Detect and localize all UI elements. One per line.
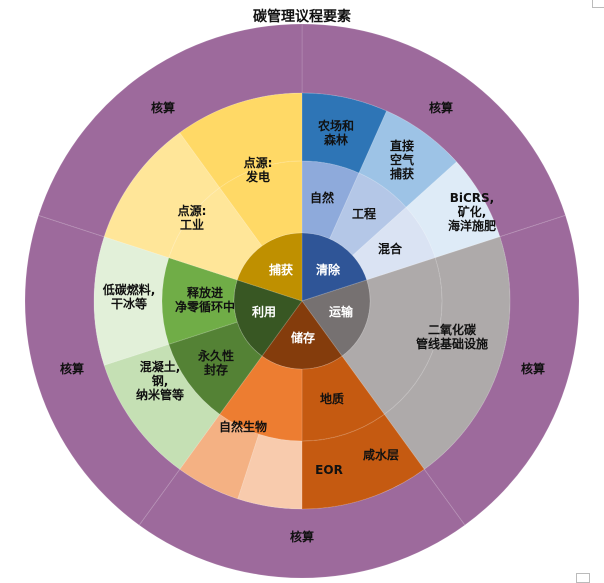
hub-segment — [301, 232, 368, 302]
hub-segment-label: 清除 — [316, 262, 341, 277]
outer-segment-label: 直接空气捕获 — [390, 138, 414, 181]
labels-layer: 核算核算核算核算核算农场和森林直接空气捕获BiCRS,矿化,海洋施肥二氧化碳管线… — [60, 100, 545, 544]
hub-segment-label: 利用 — [252, 304, 276, 319]
outer-segment-label: 点源:发电 — [244, 155, 273, 184]
hub-segment — [233, 279, 303, 357]
accounting-ring-segment — [37, 23, 303, 238]
accounting-label: 核算 — [290, 529, 314, 544]
accounting-ring-segment — [138, 468, 466, 579]
accounting-label: 核算 — [151, 100, 175, 115]
frame-corner-top-right — [592, 0, 604, 8]
accounting-ring-segment — [301, 23, 567, 238]
outer-segment-label: EOR — [315, 463, 343, 477]
outer-segment-label: 咸水层 — [363, 447, 399, 462]
middle-segment-label: 工程 — [352, 206, 376, 221]
accounting-ring-segment — [423, 214, 580, 526]
middle-segment-label: 自然生物 — [219, 419, 267, 434]
middle-segment-label: 释放进净零循环中 — [175, 285, 235, 314]
outer-segment-label: 点源:工业 — [178, 203, 207, 232]
outer-segment-label: 二氧化碳管线基础设施 — [416, 322, 488, 351]
outer-segment-label: 混凝土,钢,纳米管等 — [136, 359, 184, 402]
hub-segment — [236, 232, 303, 302]
hub-segment — [261, 300, 343, 370]
outer-segment-label: 低碳燃料,干冰等 — [102, 282, 156, 311]
diagram-title: 碳管理议程要素 — [253, 9, 351, 25]
middle-segment-label: 混合 — [378, 241, 403, 256]
hub-segment-label: 储存 — [291, 330, 315, 345]
accounting-label: 核算 — [60, 361, 84, 376]
hub-segment — [301, 279, 371, 357]
middle-segment-label: 地质 — [320, 391, 344, 406]
accounting-label: 核算 — [521, 361, 545, 376]
segments-layer — [24, 23, 580, 579]
frame-corner-bottom-right — [576, 573, 590, 583]
middle-segment-label: 自然 — [310, 190, 334, 205]
outer-segment-label: BiCRS,矿化,海洋施肥 — [448, 191, 496, 233]
outer-segment-label: 农场和森林 — [317, 118, 354, 147]
accounting-ring-segment — [24, 214, 181, 526]
accounting-label: 核算 — [429, 100, 453, 115]
middle-segment-label: 永久性封存 — [197, 348, 234, 377]
hub-segment-label: 运输 — [329, 304, 354, 319]
hub-segment-label: 捕获 — [269, 262, 293, 277]
